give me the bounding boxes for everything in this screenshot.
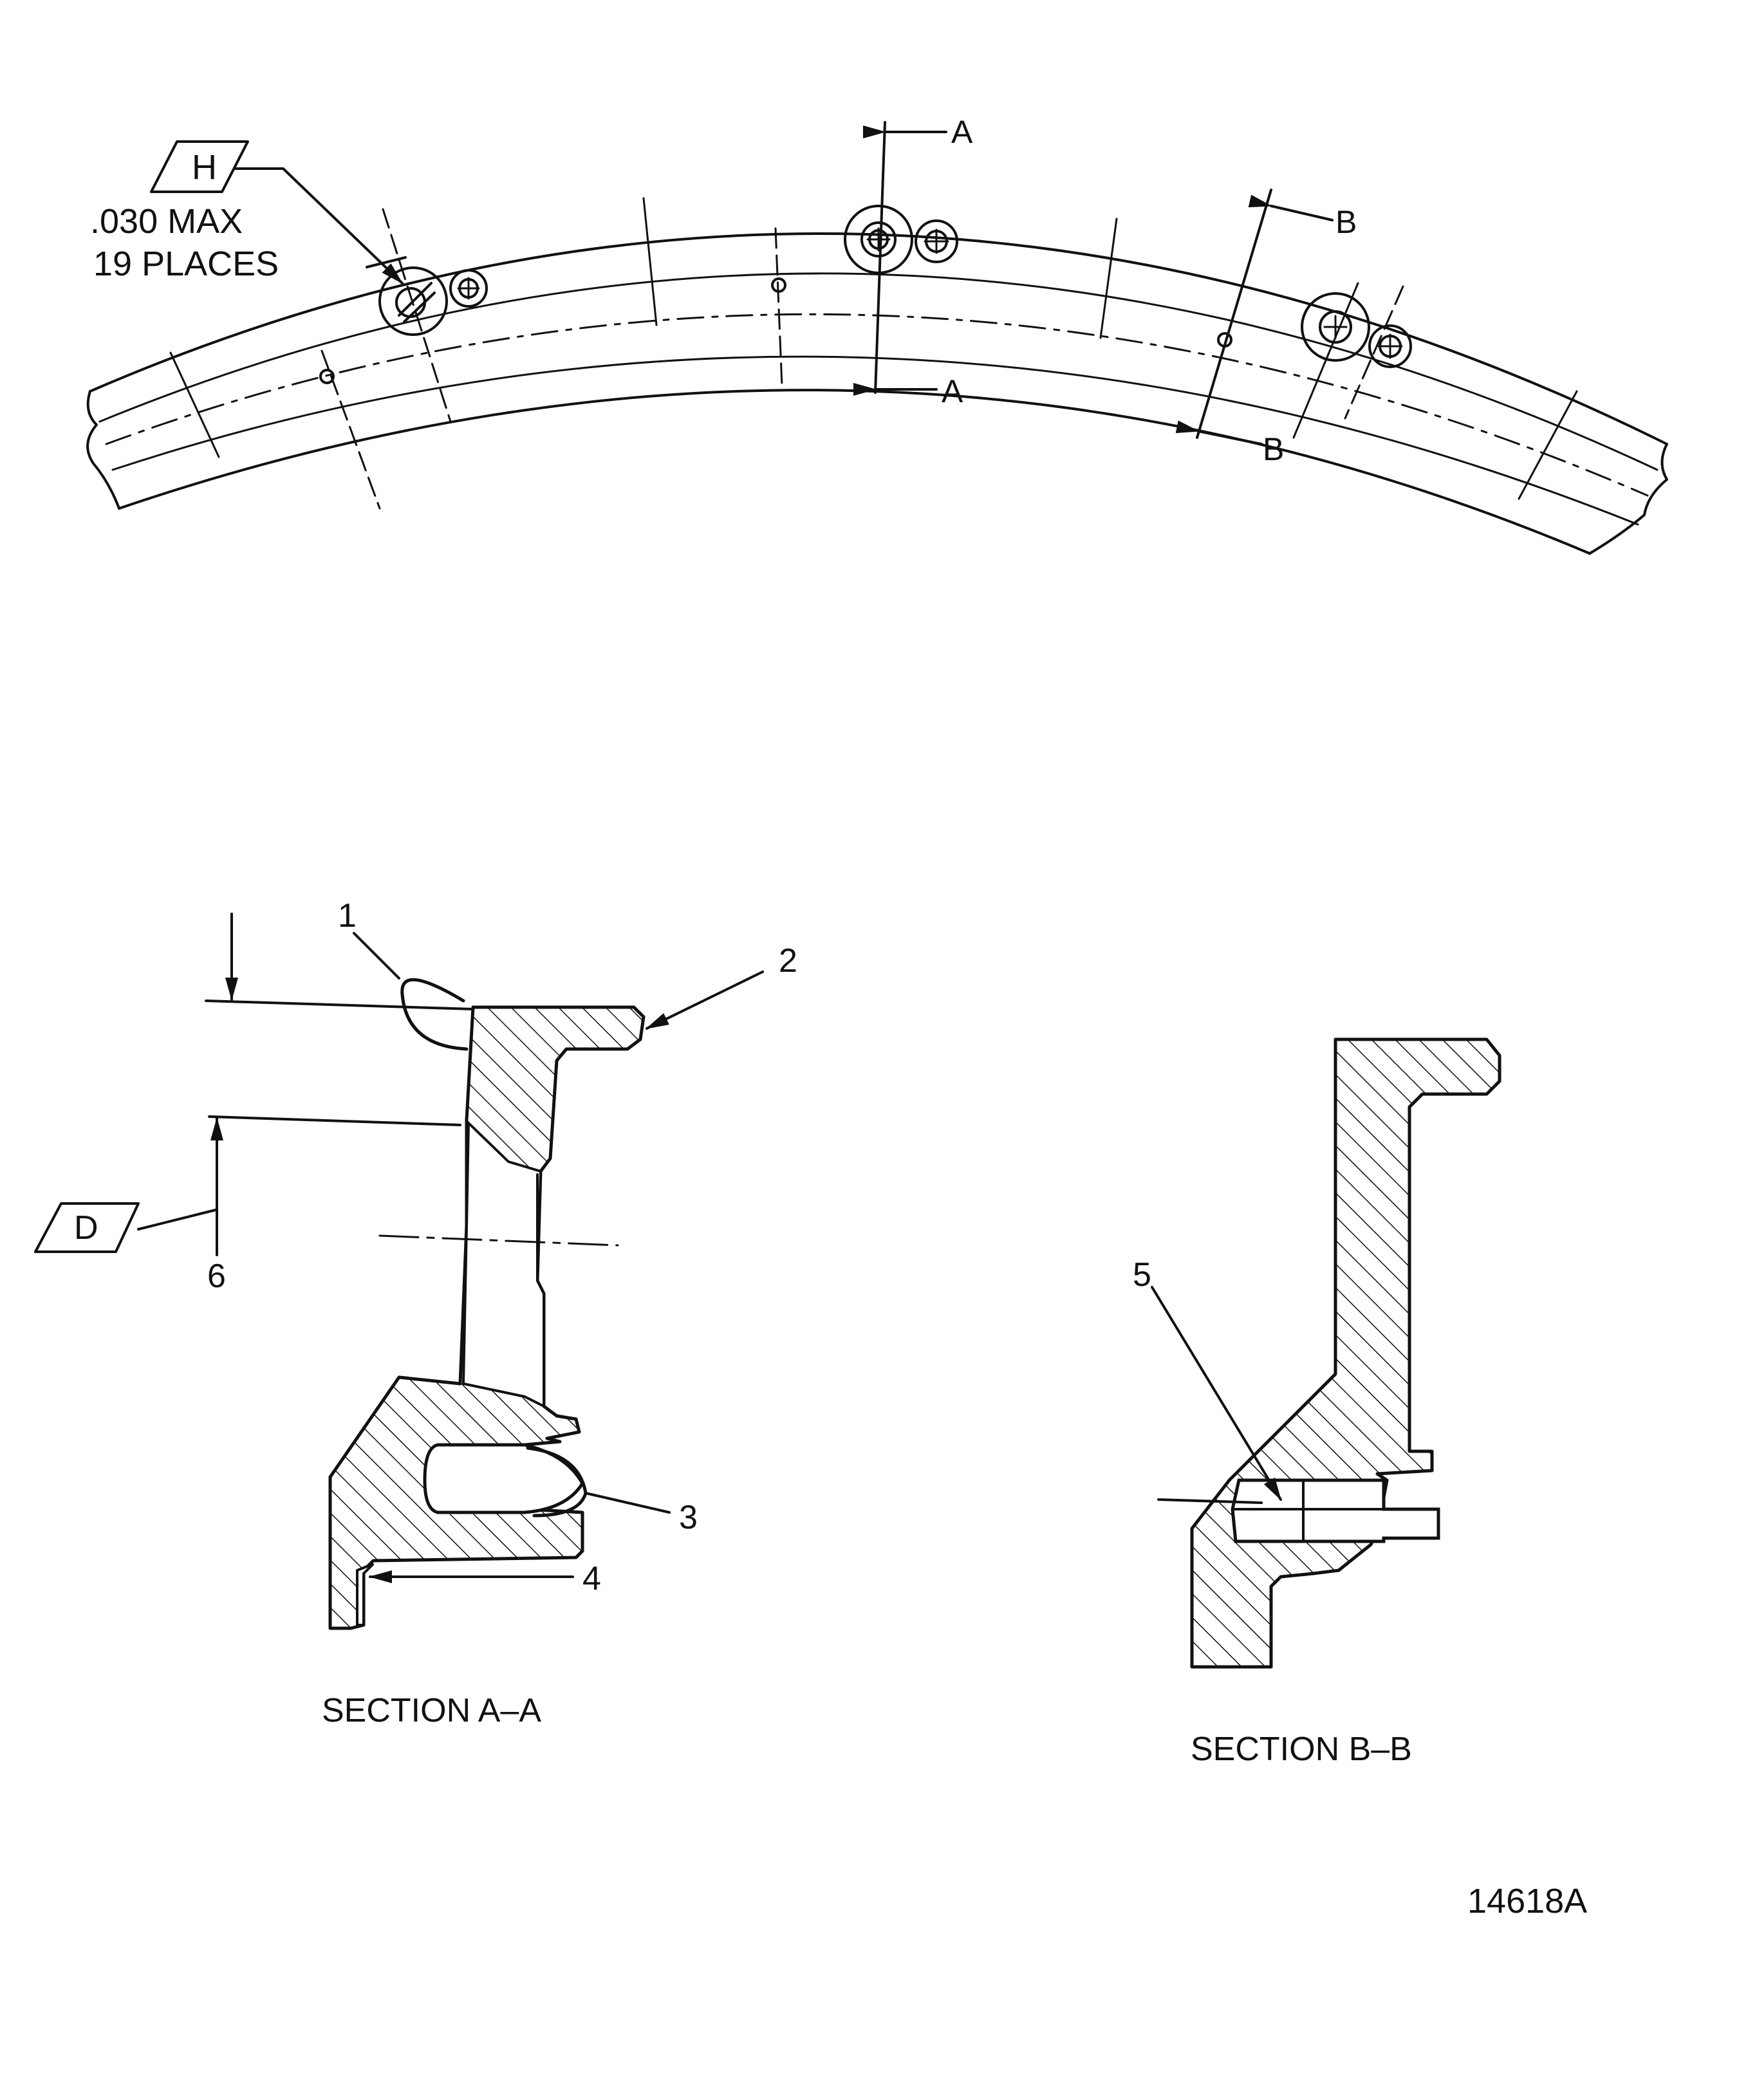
ring-break-right xyxy=(1588,443,1668,555)
bolt-hole-counterbore xyxy=(449,269,488,308)
note-places: 19 PLACES xyxy=(93,245,279,283)
ring-outer-edge xyxy=(89,232,1668,445)
section-aa-title: SECTION A–A xyxy=(322,1692,541,1729)
section-a-marker-bottom: A xyxy=(942,373,963,409)
radial-centerline xyxy=(321,349,381,510)
bolt-hole-counterbore xyxy=(378,266,448,336)
section-bb-centerline xyxy=(1157,1498,1263,1504)
section-b-marker-bottom: B xyxy=(1263,431,1284,467)
ring-inner-edge xyxy=(118,389,1591,555)
section-aa: 1 2 3 4 6 D SECTION A–A xyxy=(34,897,797,1729)
ring-segment-view: A A B B H .030 MAX 19 PLACES xyxy=(86,114,1668,555)
section-bb: 5 SECTION B–B xyxy=(1133,1037,1501,1768)
hole-crosshatch xyxy=(398,282,432,317)
radial-centerline xyxy=(774,227,783,387)
segment-line xyxy=(1518,390,1578,500)
section-b-marker-top: B xyxy=(1335,204,1357,240)
leader-5 xyxy=(1151,1286,1282,1501)
section-b-cutting-plane: B B xyxy=(1175,189,1359,467)
leader-2 xyxy=(646,971,764,1030)
bolt-hole-counterbore xyxy=(915,219,958,263)
callout-5: 5 xyxy=(1133,1256,1151,1294)
section-a-cutting-plane: A A xyxy=(853,114,973,409)
note-max-gap: .030 MAX xyxy=(90,202,243,241)
callout-2: 2 xyxy=(779,942,797,980)
figure-id: 14618A xyxy=(1467,1882,1587,1920)
profile-edge xyxy=(356,1563,375,1626)
callout-3: 3 xyxy=(679,1499,698,1536)
section-bb-profile xyxy=(1190,1037,1501,1669)
segment-line xyxy=(169,351,220,458)
bolt-hole-counterbore xyxy=(1301,292,1370,362)
segment-line xyxy=(642,197,658,326)
datum-h-label: H xyxy=(192,148,217,187)
section-aa-centerline xyxy=(378,1234,619,1247)
datum-h-flag xyxy=(150,140,249,193)
section-aa-slot xyxy=(423,1443,584,1514)
bolt-hole xyxy=(860,221,897,257)
datum-d-flag xyxy=(34,1202,140,1253)
radial-centerline xyxy=(1344,285,1404,420)
bolt-hole xyxy=(1319,310,1352,344)
datum-d-callout: D xyxy=(34,1202,217,1253)
leader-3 xyxy=(584,1492,671,1514)
section-bb-title: SECTION B–B xyxy=(1191,1731,1412,1768)
leader-1 xyxy=(353,932,400,980)
dimension-extension-upper xyxy=(205,999,474,1010)
small-hole xyxy=(771,277,786,293)
small-hole xyxy=(319,369,335,384)
datum-h-callout: H .030 MAX 19 PLACES xyxy=(90,140,407,284)
callout-1: 1 xyxy=(338,897,357,934)
hole-crosshatch xyxy=(403,292,436,323)
bolt-hole-counterbore xyxy=(1368,324,1412,368)
section-aa-bore xyxy=(461,1120,545,1409)
ring-outer-inner-line xyxy=(98,272,1659,471)
section-a-marker-top: A xyxy=(951,114,973,150)
weld-bead-1 xyxy=(400,978,469,1051)
segment-line xyxy=(1099,218,1118,339)
ring-break-left xyxy=(86,390,120,510)
callout-4: 4 xyxy=(582,1560,601,1597)
section-bb-pin xyxy=(1231,1478,1440,1543)
ring-centerline xyxy=(105,313,1649,497)
datum-d-label: D xyxy=(74,1209,98,1247)
callout-6: 6 xyxy=(207,1258,226,1295)
dimension-extension-lower xyxy=(208,1115,461,1126)
